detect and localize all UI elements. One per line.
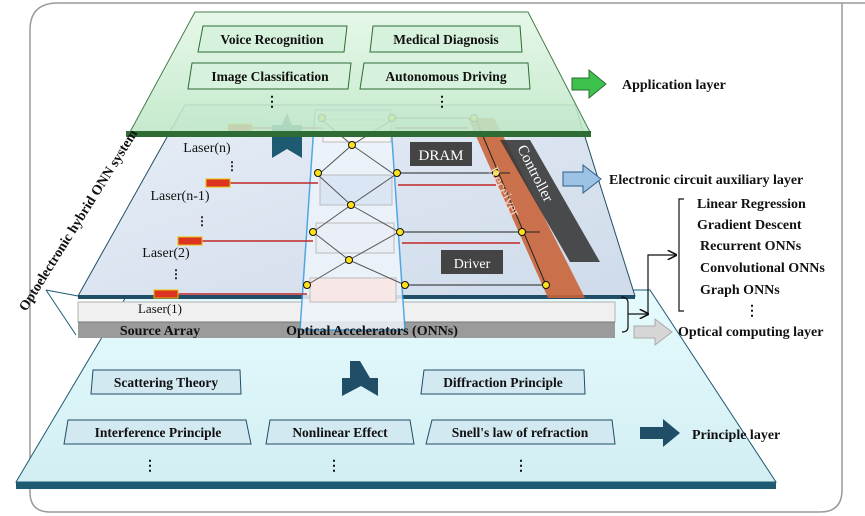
application-layer-label: Application layer <box>622 78 726 93</box>
ellipsis: ⋮ <box>435 95 449 110</box>
optical-layer-label: Optical computing layer <box>678 325 823 340</box>
driver-label: Driver <box>454 257 491 272</box>
application-items <box>187 25 531 90</box>
ellipsis: ⋮ <box>745 304 759 319</box>
laser-label: Laser(1) <box>138 301 182 316</box>
laser-label: Laser(2) <box>142 246 190 261</box>
model-item: Gradient Descent <box>697 218 802 233</box>
principle-arrow-icon <box>640 419 680 447</box>
model-item: Recurrent ONNs <box>700 239 802 254</box>
laser-icon <box>205 178 231 188</box>
principle-item: Interference Principle <box>95 425 222 440</box>
source-array-label: Source Array <box>120 324 200 339</box>
models-bracket <box>678 198 684 312</box>
laser-label: Laser(n-1) <box>150 189 209 204</box>
model-item: Graph ONNs <box>700 283 780 298</box>
models-connector <box>647 255 676 314</box>
electronic-arrow-icon <box>562 163 602 195</box>
principle-item: Snell's law of refraction <box>452 425 589 440</box>
driver-box <box>441 250 503 274</box>
app-item: Medical Diagnosis <box>393 32 498 47</box>
optical-bracket <box>620 296 648 333</box>
system-pointer <box>45 289 79 336</box>
principle-layer-label: Principle layer <box>692 428 780 443</box>
model-item: Linear Regression <box>697 197 806 212</box>
signal-lines <box>395 114 547 286</box>
app-item: Autonomous Driving <box>385 69 506 84</box>
ellipsis: ⋮ <box>196 214 208 228</box>
application-arrow-icon <box>571 68 607 100</box>
electronic-layer <box>77 104 636 331</box>
outer-frame <box>29 2 865 513</box>
model-item: Convolutional ONNs <box>700 261 825 276</box>
ellipsis: ⋮ <box>327 459 341 474</box>
laser-icon <box>177 236 203 246</box>
principle-item: Scattering Theory <box>114 375 219 390</box>
laser-icon <box>153 289 179 299</box>
up-arrow-icon <box>342 361 378 396</box>
app-item: Voice Recognition <box>220 32 324 47</box>
accelerators-label: Optical Accelerators (ONNs) <box>286 324 458 339</box>
principle-items <box>63 369 616 445</box>
app-item: Image Classification <box>211 69 329 84</box>
dram-box <box>410 142 472 166</box>
principle-item: Nonlinear Effect <box>292 425 388 440</box>
electronic-layer-label: Electronic circuit auxiliary layer <box>609 173 803 188</box>
ellipsis: ⋮ <box>143 459 157 474</box>
ellipsis: ⋮ <box>514 459 528 474</box>
principle-item: Diffraction Principle <box>443 375 563 390</box>
optical-arrow-icon <box>633 317 673 347</box>
ellipsis: ⋮ <box>170 267 182 281</box>
laser-label: Laser(n) <box>183 141 231 156</box>
ellipsis: ⋮ <box>265 95 279 110</box>
dram-label: DRAM <box>418 148 463 164</box>
ellipsis: ⋮ <box>226 159 238 173</box>
